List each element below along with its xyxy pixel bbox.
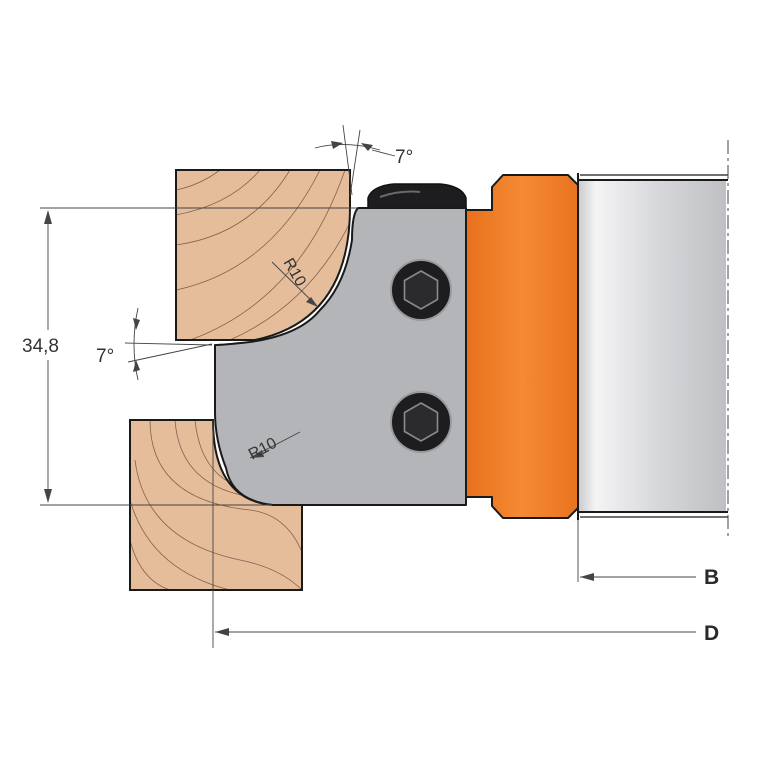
hex-socket-screw-icon: [390, 391, 452, 453]
height-dimension-label: 34,8: [22, 336, 59, 357]
wood-workpiece-top: [175, 169, 351, 341]
dimension-d-label: D: [704, 622, 719, 645]
top-angle-label: 7°: [395, 147, 413, 168]
cutter-body: [465, 174, 579, 519]
spindle-body: [578, 180, 726, 512]
dimension-lines: [40, 124, 696, 648]
clamp-screw-head-icon: [367, 183, 467, 209]
spindle: [577, 140, 729, 540]
left-angle-label: 7°: [96, 346, 114, 367]
hex-socket-screw-icon: [390, 259, 452, 321]
dimension-b-label: B: [704, 566, 719, 589]
